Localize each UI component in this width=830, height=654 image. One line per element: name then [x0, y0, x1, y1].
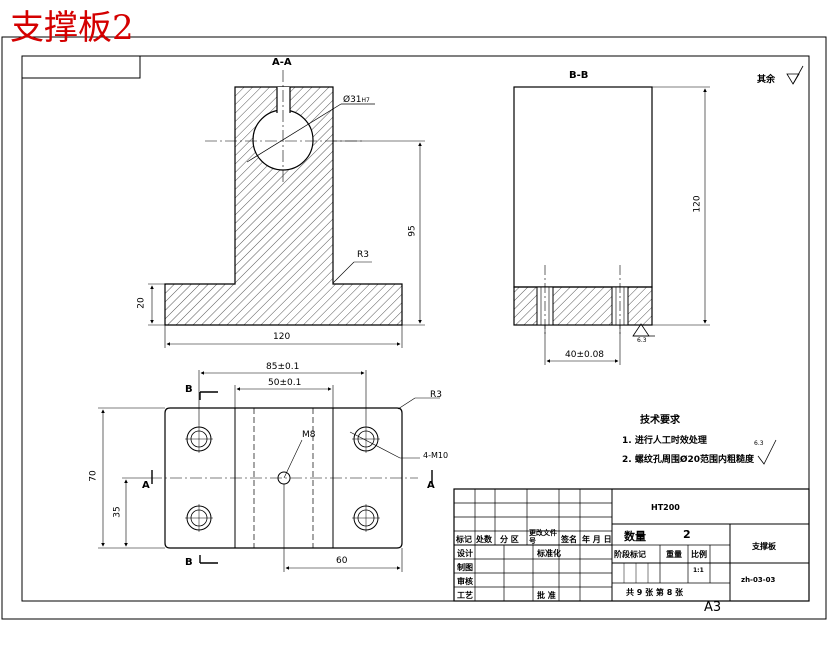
tb-col-doc: 更改文件号	[529, 529, 557, 545]
dim-95: 95	[407, 225, 418, 237]
tb-checker: 审核	[457, 577, 473, 586]
thread-m10-label: 4-M10	[423, 451, 449, 460]
tb-weight: 重量	[666, 550, 682, 559]
drawing-title: 支撑板2	[10, 8, 134, 48]
thread-m8-label: M8	[302, 430, 316, 440]
inner-frame	[21, 55, 810, 602]
top-view	[98, 370, 440, 572]
general-roughness-label: 其余	[757, 75, 776, 85]
bolt-hole	[352, 425, 380, 453]
dim-70: 70	[88, 470, 99, 482]
tb-col-mark: 标记	[456, 535, 472, 544]
tb-standard: 标准化	[537, 549, 561, 558]
bolt-hole	[352, 504, 380, 532]
section-aa-view	[148, 70, 425, 348]
tb-col-count: 处数	[476, 535, 492, 544]
outer-frame	[1, 36, 827, 620]
bore-diameter-label: Ø31H7	[343, 95, 370, 105]
cut-marker-a-left: A	[142, 480, 150, 491]
tb-drafter: 制图	[457, 563, 473, 572]
dim-85: 85±0.1	[266, 362, 300, 372]
tv-outline	[164, 407, 403, 549]
tb-material: HT200	[651, 503, 680, 512]
tech-req-title: 技术要求	[640, 415, 680, 426]
tb-approve: 批 准	[537, 591, 556, 600]
tb-stage-mark: 阶段标记	[614, 550, 646, 559]
tb-scale-value: 1:1	[693, 567, 704, 574]
tb-part-name: 支撑板	[752, 542, 776, 551]
tb-scale-label: 比例	[691, 550, 707, 559]
section-bb-label: B-B	[569, 70, 589, 81]
tech-req-line-2: 2. 螺纹孔周围Ø20范围内粗糙度	[622, 455, 754, 465]
section-aa-label: A-A	[272, 57, 292, 68]
cut-marker-a-right: A	[427, 480, 435, 491]
bolt-hole	[185, 504, 213, 532]
dim-40: 40±0.08	[565, 350, 605, 360]
dim-35: 35	[112, 506, 123, 518]
dim-50: 50±0.1	[268, 378, 302, 388]
bb-base	[513, 286, 653, 326]
tb-process: 工艺	[457, 591, 473, 600]
cut-marker-b-bottom: B	[185, 557, 193, 568]
tb-qty-label: 数量	[624, 530, 646, 543]
tech-req-line-1: 1. 进行人工时效处理	[622, 436, 707, 446]
section-bb-view	[513, 86, 710, 365]
aa-slot	[277, 87, 290, 117]
tech-roughness-symbol	[757, 439, 777, 465]
tech-roughness-value: 6.3	[754, 440, 764, 447]
tb-qty-value: 2	[683, 528, 691, 541]
bb-upper	[513, 86, 653, 288]
dim-120-side: 120	[692, 195, 703, 213]
dim-60: 60	[336, 556, 348, 566]
corner-box	[21, 55, 141, 79]
general-roughness-symbol	[786, 65, 804, 85]
tb-drawing-no: zh-03-03	[741, 576, 776, 584]
fillet-r3-front: R3	[357, 250, 369, 260]
sheet-format: A3	[704, 600, 722, 615]
title-block	[453, 488, 810, 602]
dim-120-front: 120	[273, 332, 291, 342]
bolt-hole	[185, 425, 213, 453]
tb-design: 设计	[457, 549, 473, 558]
dim-20: 20	[136, 297, 147, 309]
roughness-value-side: 6.3	[637, 337, 647, 344]
tb-col-zone: 分 区	[500, 535, 519, 544]
tb-sheet-count: 共 9 张 第 8 张	[626, 588, 684, 597]
tb-col-sign: 签名	[561, 535, 577, 544]
tb-col-date: 年 月 日	[582, 535, 612, 544]
roughness-symbol-side	[632, 323, 650, 337]
cut-marker-b-top: B	[185, 384, 193, 395]
fillet-r3-top: R3	[430, 390, 442, 400]
